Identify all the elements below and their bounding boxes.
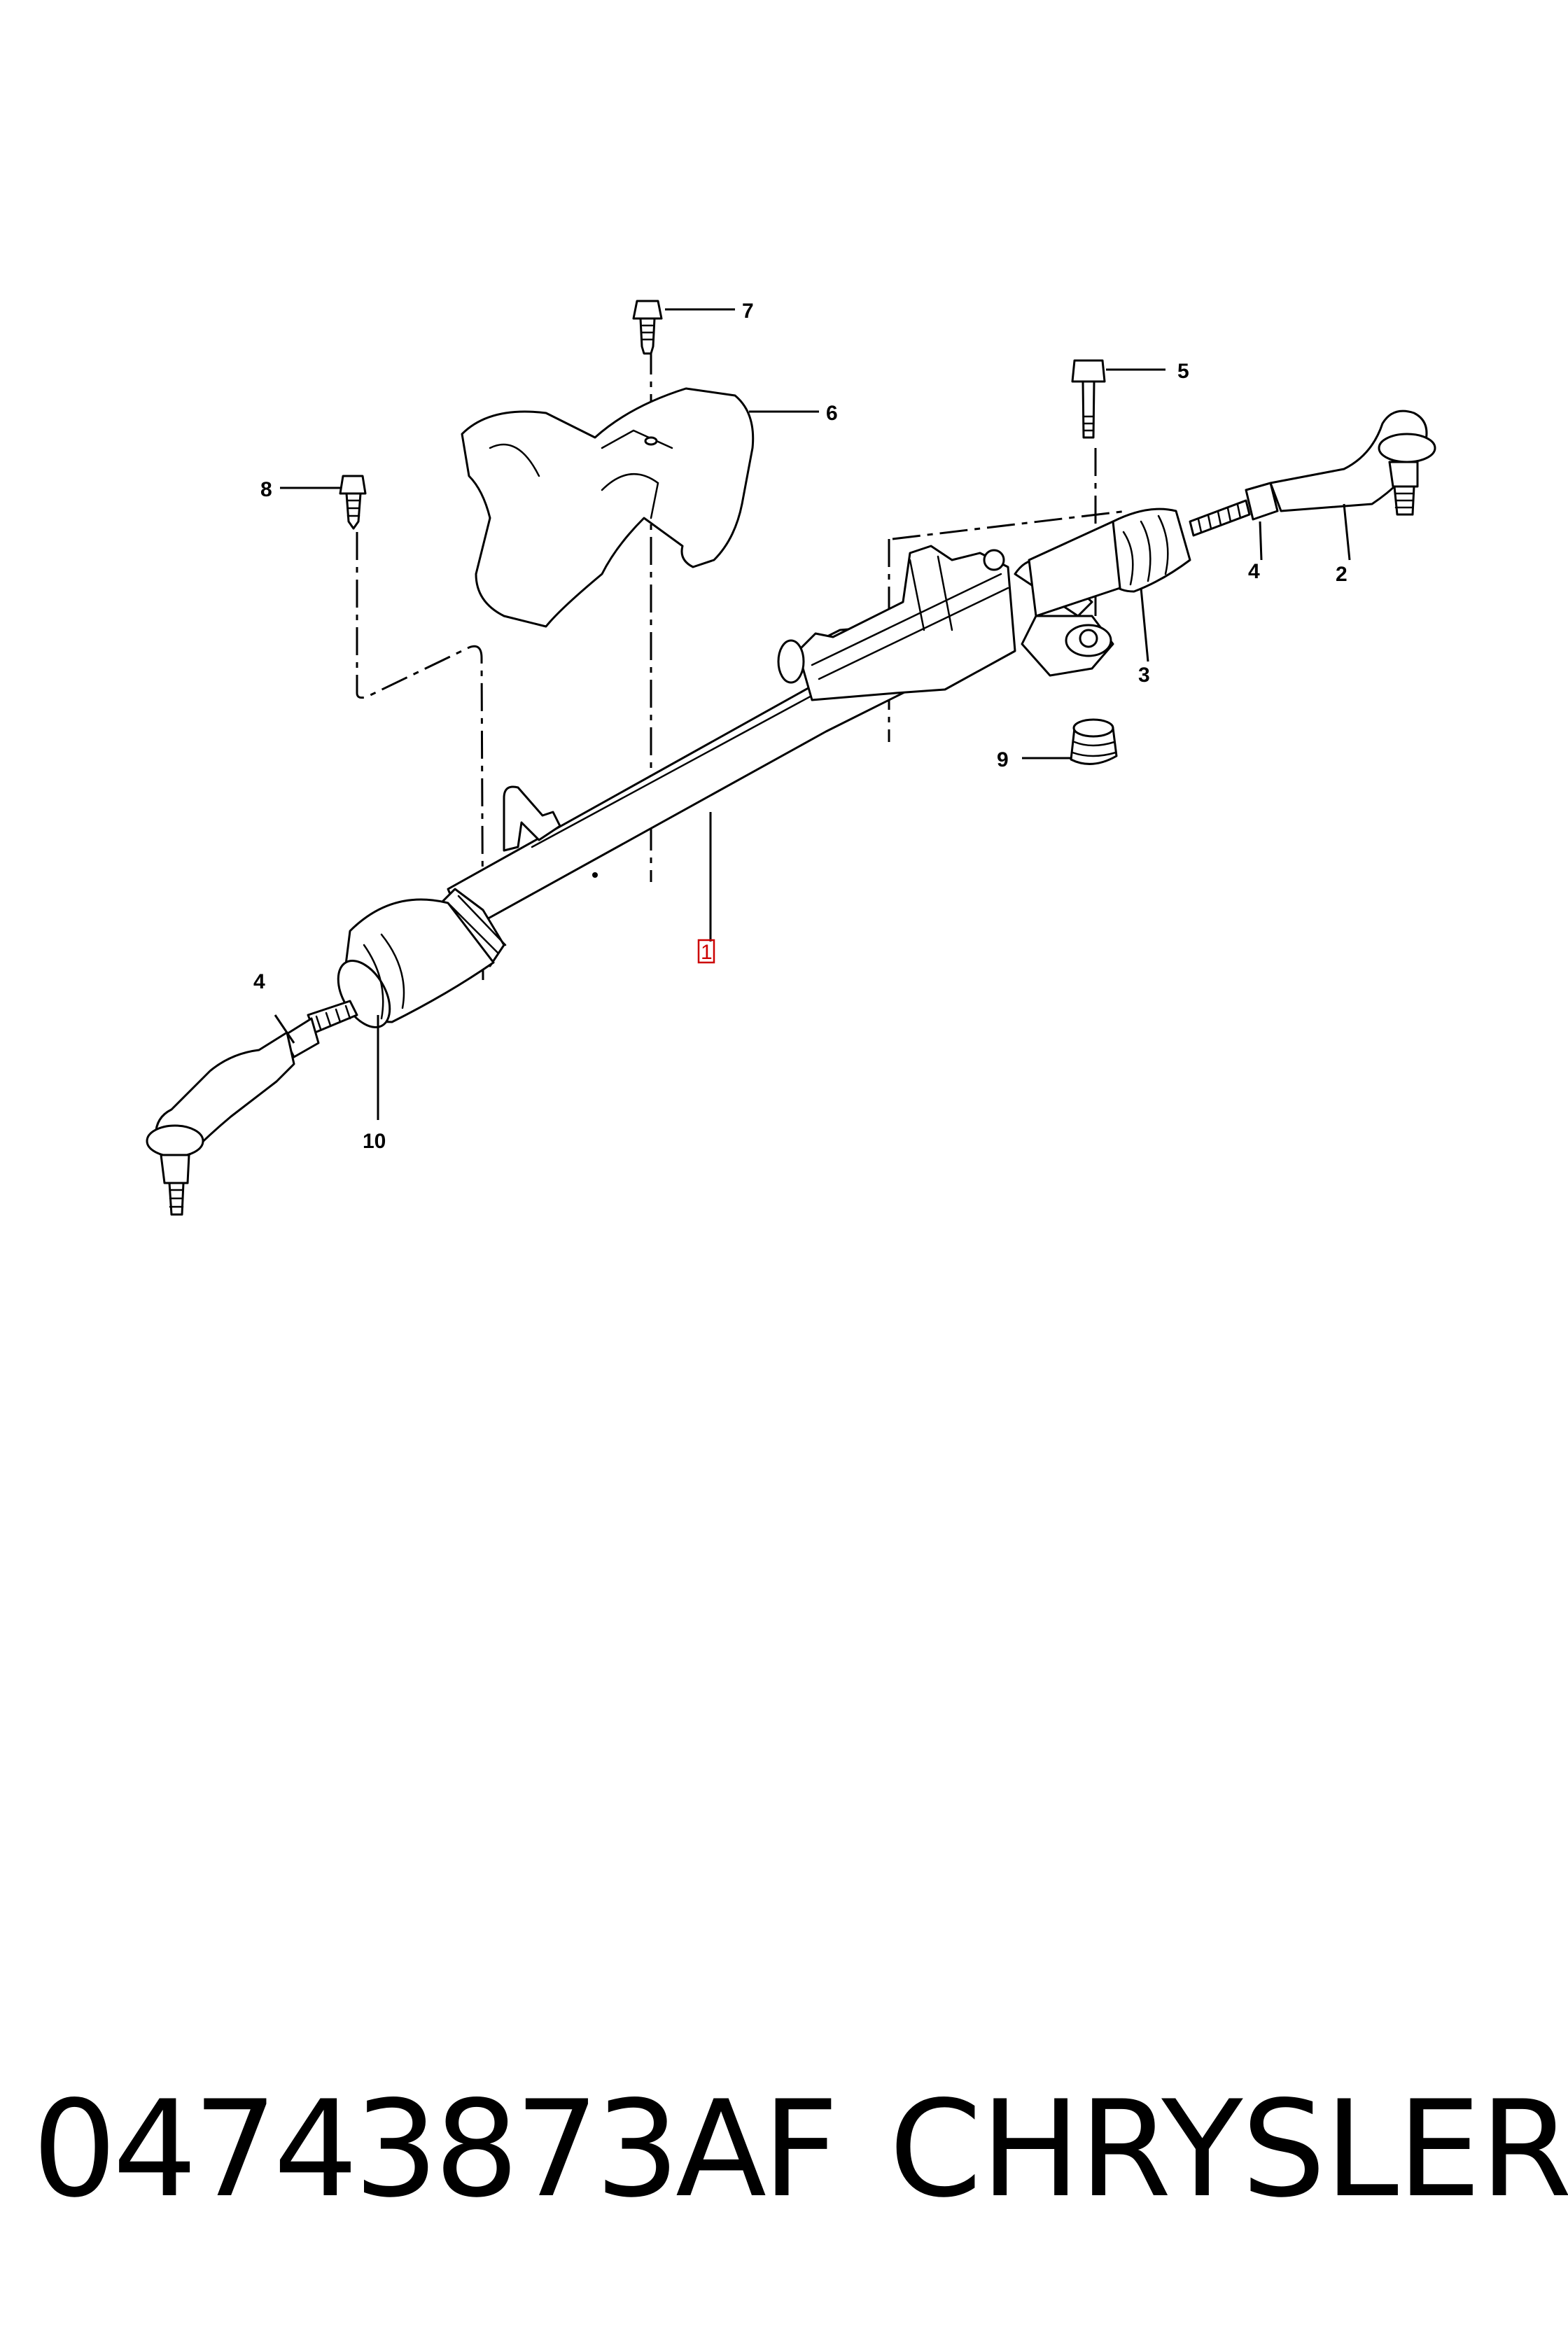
- callout-3: 3: [1138, 664, 1150, 687]
- brand-name: CHRYSLER: [889, 2072, 1568, 2227]
- valve-body: [777, 545, 1114, 701]
- callout-1-highlight: [697, 939, 715, 964]
- callout-5: 5: [1177, 360, 1189, 383]
- bolt-8: [339, 475, 367, 530]
- heat-shield: [461, 387, 755, 628]
- callout-9: 9: [997, 748, 1009, 771]
- callout-4-right: 4: [1248, 560, 1260, 583]
- callout-2: 2: [1336, 563, 1348, 586]
- part-number: 04743873AF: [32, 2072, 839, 2227]
- callout-4-left: 4: [253, 970, 265, 993]
- right-tie-rod: [1189, 410, 1436, 537]
- callout-leaders: [274, 308, 1351, 1120]
- callout-1: 1: [701, 941, 713, 964]
- caption: 04743873AF CHRYSLER: [0, 2072, 1568, 2240]
- callout-8: 8: [260, 478, 272, 501]
- right-boot: [1014, 507, 1191, 617]
- bushing-9: [1070, 718, 1118, 765]
- callout-7: 7: [742, 300, 754, 323]
- bolt-5: [1071, 359, 1106, 439]
- left-tie-rod: [146, 1000, 358, 1216]
- bolt-7: [632, 300, 663, 355]
- callout-labels: 1 2 3 4 4 5 6 7 8 9 10: [253, 300, 1348, 1153]
- callout-6: 6: [826, 402, 838, 425]
- callout-10: 10: [363, 1130, 386, 1153]
